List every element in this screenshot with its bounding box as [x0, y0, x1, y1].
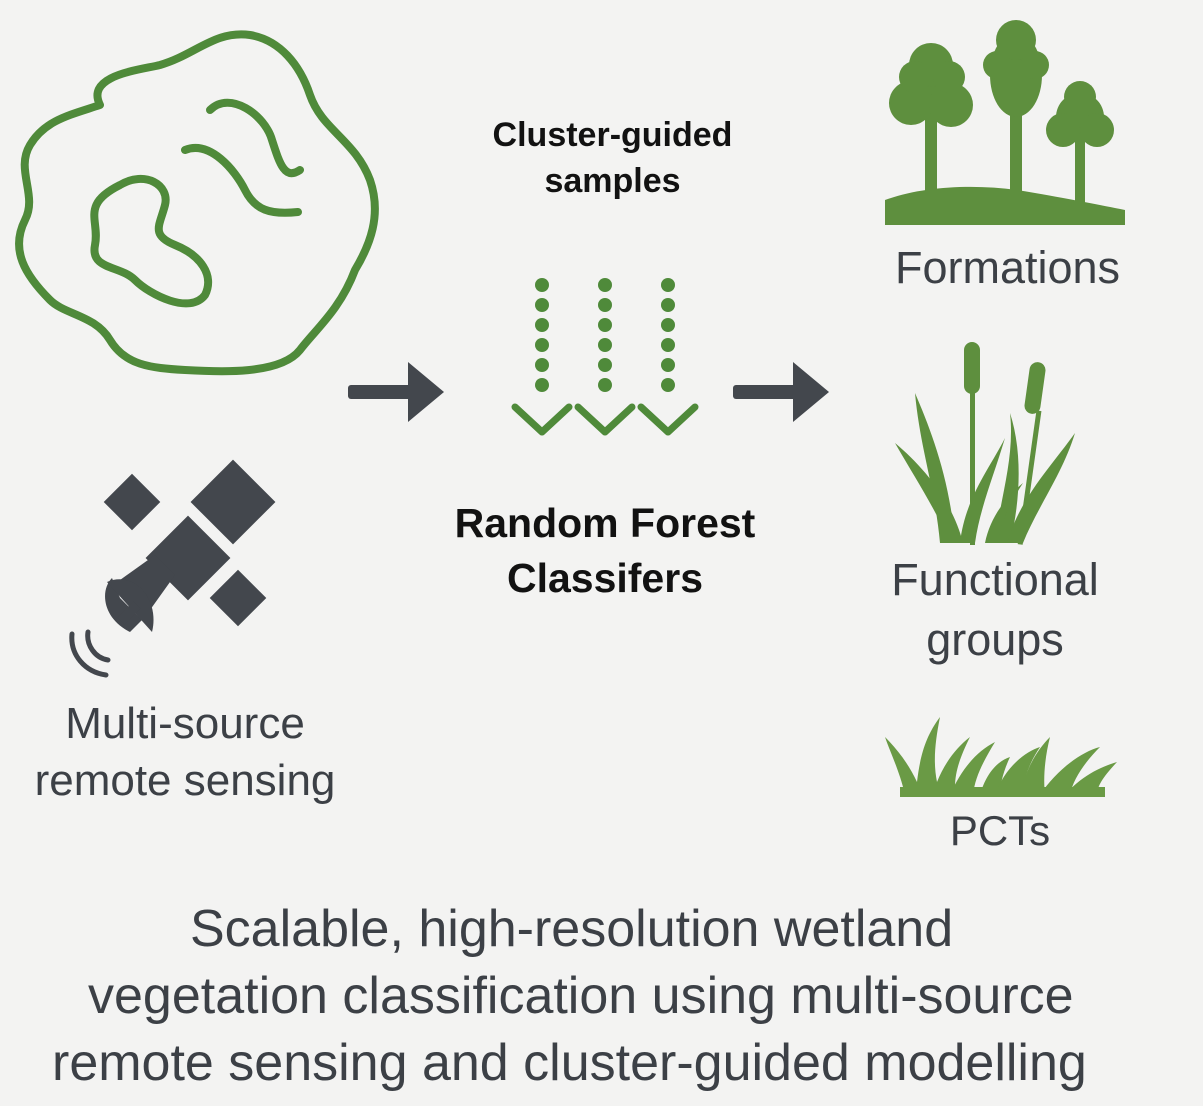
random-forest-label-line2: Classifers	[506, 555, 703, 601]
arrow-right-icon	[733, 358, 833, 428]
caption-line2: vegetation classification using multi-so…	[88, 967, 1074, 1025]
random-forest-label-line1: Random Forest	[454, 500, 756, 546]
caption: Scalable, high-resolution wetland vegeta…	[0, 896, 1203, 1097]
wetland-outline-icon	[10, 20, 390, 390]
remote-sensing-label: Multi-source remote sensing	[0, 695, 370, 809]
caption-line3: remote sensing and cluster-guided modell…	[52, 1034, 1087, 1092]
remote-sensing-label-line2: remote sensing	[34, 756, 336, 805]
satellite-icon	[60, 459, 300, 690]
grass-icon	[885, 697, 1120, 797]
cluster-guided-samples-label: Cluster-guided samples	[440, 112, 785, 204]
remote-sensing-label-line1: Multi-source	[65, 699, 305, 748]
caption-line1: Scalable, high-resolution wetland	[190, 900, 954, 958]
arrow-right-icon	[348, 358, 448, 428]
functional-groups-label-line1: Functional	[891, 554, 1099, 605]
cluster-label-line2: samples	[544, 162, 681, 200]
random-forest-label: Random Forest Classifers	[410, 496, 800, 606]
functional-groups-label: Functional groups	[855, 550, 1135, 670]
trees-icon	[885, 15, 1125, 230]
formations-label: Formations	[894, 242, 1121, 293]
dotted-arrows-icon	[505, 275, 700, 445]
functional-groups-label-line2: groups	[926, 614, 1064, 665]
pcts-label: PCTs	[949, 807, 1051, 854]
cluster-label-line1: Cluster-guided	[492, 116, 733, 154]
cattails-icon	[895, 338, 1080, 548]
